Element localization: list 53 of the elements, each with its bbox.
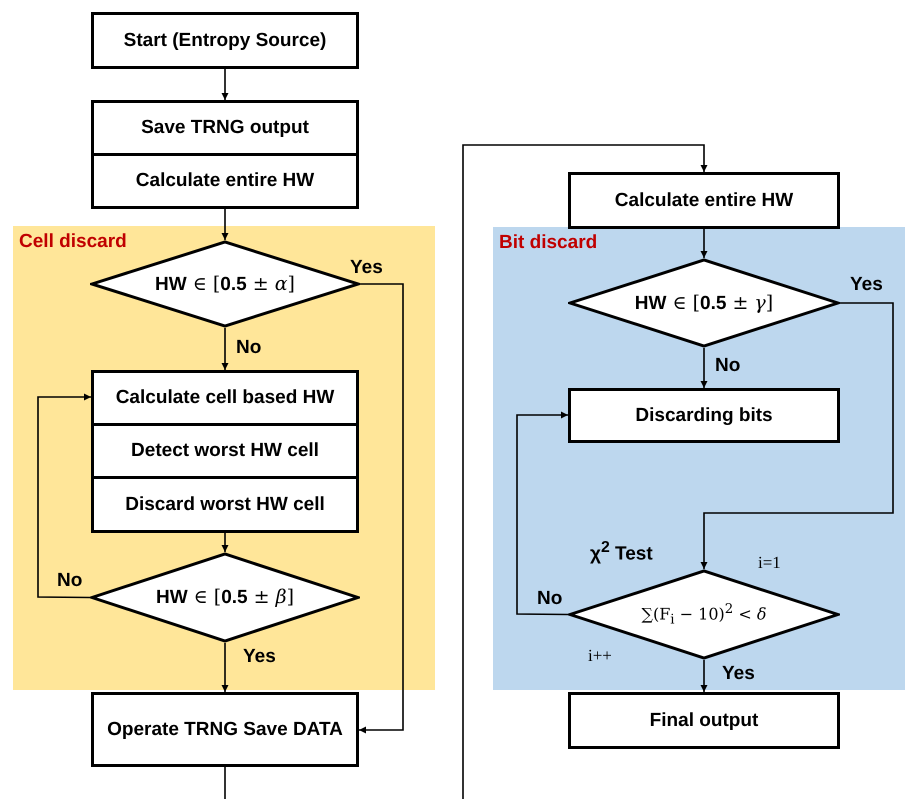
condition-text: HW ∈ [0.5 ± α]	[155, 272, 295, 296]
process-box	[91, 153, 359, 209]
condition-text: ∑(F$_{i}$ − 10)$^{2}$ < δ	[642, 602, 766, 628]
group-panel	[13, 226, 435, 690]
arrow	[516, 412, 568, 616]
condition-text: HW ∈ [0.5 ± γ]	[634, 292, 774, 314]
edge-label: Yes	[243, 647, 276, 666]
edge-label: No	[57, 571, 82, 590]
edge-label: Yes	[350, 258, 383, 277]
process-text: Save TRNG output	[140, 116, 310, 140]
counter-note: i=1	[758, 554, 781, 571]
arrow	[700, 302, 894, 569]
test-heading: χ$^{2}$ Test	[590, 540, 653, 564]
process-box	[568, 172, 840, 229]
arrow	[222, 643, 228, 692]
process-text: Calculate entire HW	[134, 169, 316, 193]
arrow	[462, 144, 708, 799]
arrow	[222, 209, 228, 240]
group-panel	[493, 227, 905, 690]
process-text: Start (Entropy Source)	[122, 28, 328, 52]
process-text: Final output	[648, 708, 760, 732]
arrow	[359, 283, 404, 734]
process-box	[91, 12, 359, 69]
edge-label: No	[715, 356, 740, 375]
process-text: Operate TRNG Save DATA	[106, 718, 344, 742]
edge-label: No	[537, 589, 562, 608]
process-box	[91, 476, 359, 533]
process-text: Discarding bits	[634, 404, 774, 428]
arrow	[222, 533, 228, 552]
process-box	[91, 100, 359, 156]
process-text: Calculate cell based HW	[114, 386, 336, 410]
process-text: Detect worst HW cell	[130, 439, 320, 463]
arrow	[222, 69, 228, 100]
connector-line	[224, 767, 226, 799]
process-box	[91, 370, 359, 426]
process-box	[568, 388, 840, 443]
condition-text: HW ∈ [0.5 ± β]	[156, 586, 294, 609]
edge-label: Yes	[722, 664, 755, 683]
process-box	[91, 423, 359, 479]
edge-label: Yes	[850, 275, 883, 294]
group-heading: Bit discard	[499, 232, 598, 254]
process-box	[91, 692, 359, 767]
process-text: Discard worst HW cell	[124, 492, 326, 516]
arrow	[222, 328, 228, 370]
process-text: Calculate entire HW	[614, 188, 794, 212]
edge-label: No	[236, 338, 262, 357]
arrow	[700, 660, 708, 692]
group-heading: Cell discard	[19, 231, 127, 253]
counter-note: i++	[588, 647, 612, 664]
arrow	[700, 229, 708, 258]
process-box	[568, 692, 840, 749]
arrow	[700, 348, 708, 388]
arrow	[37, 394, 91, 598]
